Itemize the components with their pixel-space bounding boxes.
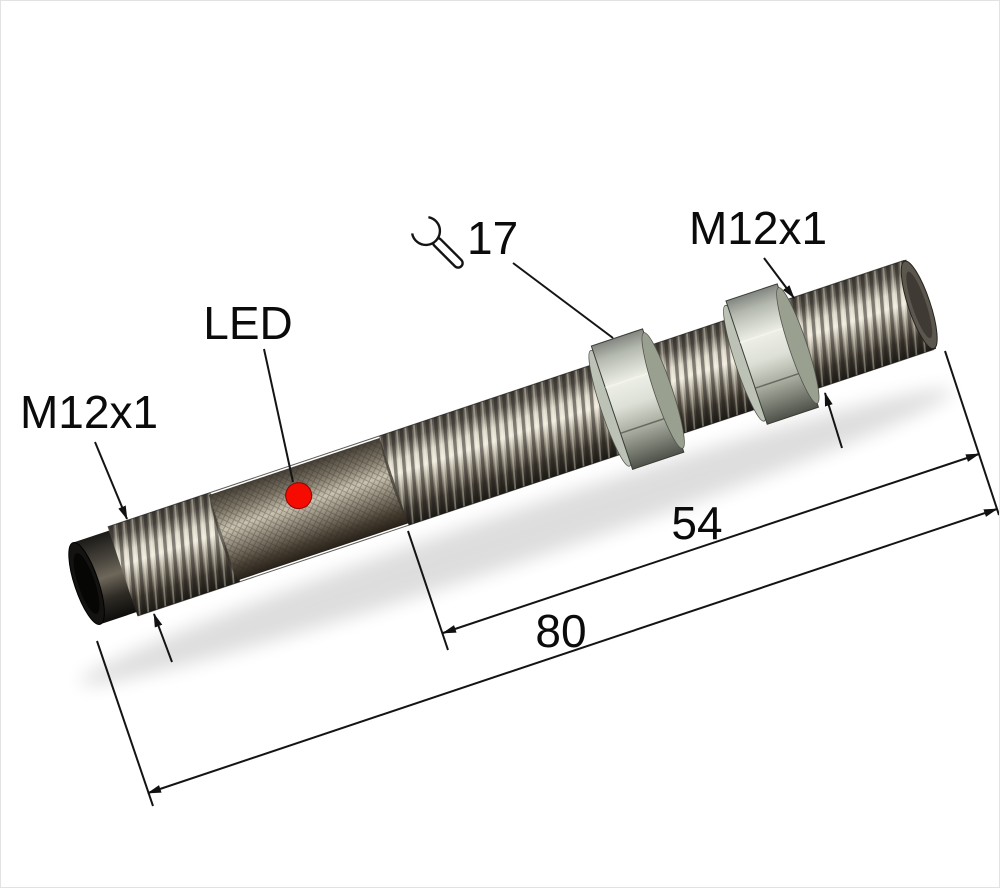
nut-facet-highlight — [605, 369, 657, 389]
thread-section-d-ridges — [784, 259, 937, 390]
thread-spec-right-counter-arrow — [824, 392, 843, 449]
thread-section-b-ridges — [378, 363, 627, 526]
nut-facet-shadow — [754, 370, 807, 389]
sensor-tip — [72, 529, 139, 625]
dimension-80-label: 80 — [535, 605, 586, 657]
wrench-icon — [410, 215, 464, 269]
sensing-face — [73, 552, 100, 614]
led-label: LED — [203, 297, 292, 349]
sensor-illustration — [68, 259, 953, 685]
dimension-54-label: 54 — [671, 497, 722, 549]
thread-spec-right-arrow — [763, 257, 795, 299]
extension-line-right — [944, 350, 999, 516]
wrench-jaw — [410, 215, 442, 247]
thread-spec-right-label: M12x1 — [689, 202, 827, 254]
sensor-end-cap-core — [906, 271, 933, 339]
wrench-size-label: 17 — [467, 212, 518, 264]
washer — [641, 332, 685, 449]
dimension-line-80 — [147, 508, 998, 794]
nut-facet-highlight — [739, 324, 792, 344]
extension-line-80-left — [96, 640, 154, 807]
led-indicator — [285, 482, 313, 510]
thread-spec-left-arrow — [94, 441, 128, 520]
washer — [776, 287, 820, 404]
wrench-size-leader-line — [512, 262, 614, 339]
thread-spec-left-label: M12x1 — [20, 386, 158, 438]
led-leader-line — [263, 348, 294, 483]
nut-facet-shadow — [620, 415, 672, 434]
